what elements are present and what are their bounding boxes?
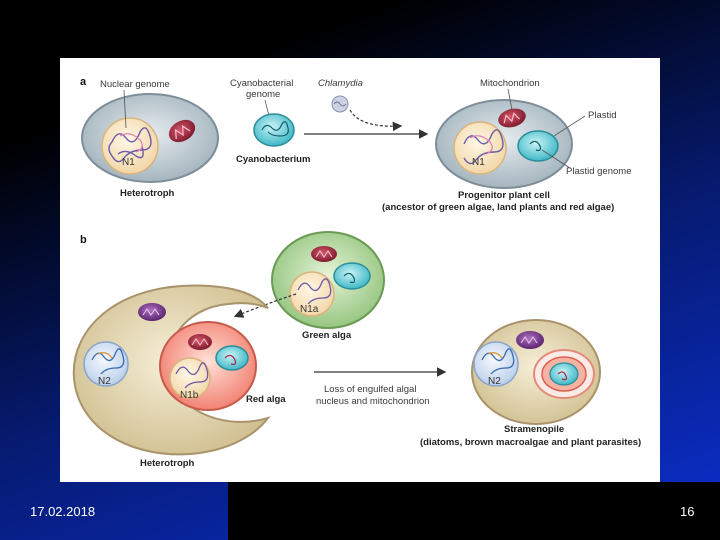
red-alga-plastid-icon — [215, 345, 249, 371]
green-alga-mitochondrion-icon — [311, 246, 337, 262]
plastid-label: Plastid — [588, 110, 617, 121]
mitochondrion-label: Mitochondrion — [480, 78, 540, 89]
progenitor-label: Progenitor plant cell — [458, 190, 550, 201]
n1-left-label: N1 — [122, 157, 135, 168]
plastid-genome-label: Plastid genome — [566, 166, 631, 177]
progenitor-note: (ancestor of green algae, land plants an… — [382, 202, 614, 213]
heterotroph-cell-b — [72, 284, 271, 456]
red-alga-mitochondrion-icon — [188, 334, 212, 350]
cyanobacterium-label: Cyanobacterium — [236, 154, 310, 165]
nucleus-n2-left — [83, 341, 129, 387]
footer-bar — [228, 482, 720, 540]
green-alga-cell — [271, 231, 385, 329]
chlamydia-label: Chlamydia — [318, 78, 363, 89]
n2-right-label: N2 — [488, 376, 501, 387]
endosymbiosis-figure: a Nuclear genome N1 Heterotroph Cyanobac… — [60, 58, 660, 482]
red-alga-cell — [159, 321, 257, 411]
n1b-label: N1b — [180, 390, 199, 401]
slide-date: 17.02.2018 — [30, 504, 96, 519]
nuclear-genome-label: Nuclear genome — [100, 79, 170, 90]
red-alga-label: Red alga — [246, 394, 286, 405]
cyanobacterial-genome-label-1: Cyanobacterial — [230, 78, 293, 89]
cyanobacterium-icon — [253, 113, 295, 147]
loss-label-2: nucleus and mitochondrion — [316, 396, 430, 407]
heterotroph-cell-a — [81, 93, 219, 183]
mitochondrion-icon-right — [498, 108, 526, 128]
progenitor-plant-cell — [435, 99, 573, 189]
n1-right-label: N1 — [472, 157, 485, 168]
stramenopile-label: Stramenopile — [504, 424, 564, 435]
nucleus-n2-right — [473, 341, 519, 387]
stramenopile-cell — [471, 319, 601, 425]
cyanobacterial-genome-label-2: genome — [246, 89, 280, 100]
stramenopile-mitochondrion-icon — [516, 331, 544, 349]
panel-b-letter: b — [80, 234, 87, 246]
stramenopile-note: (diatoms, brown macroalgae and plant par… — [420, 437, 641, 448]
mitochondrion-icon — [168, 119, 196, 143]
chlamydia-arrow — [349, 109, 403, 132]
panel-a-letter: a — [80, 76, 87, 88]
green-alga-plastid-icon — [333, 262, 371, 290]
heterotroph-label-a: Heterotroph — [120, 188, 175, 199]
slide-page-number: 16 — [680, 504, 695, 519]
nucleus-n1a — [289, 271, 335, 317]
n2-left-label: N2 — [98, 376, 111, 387]
heterotroph-mitochondrion-icon — [138, 303, 166, 321]
loss-label-1: Loss of engulfed algal — [324, 384, 416, 395]
green-alga-label: Green alga — [302, 330, 352, 341]
n1a-label: N1a — [300, 304, 319, 315]
heterotroph-label-b: Heterotroph — [140, 458, 195, 469]
